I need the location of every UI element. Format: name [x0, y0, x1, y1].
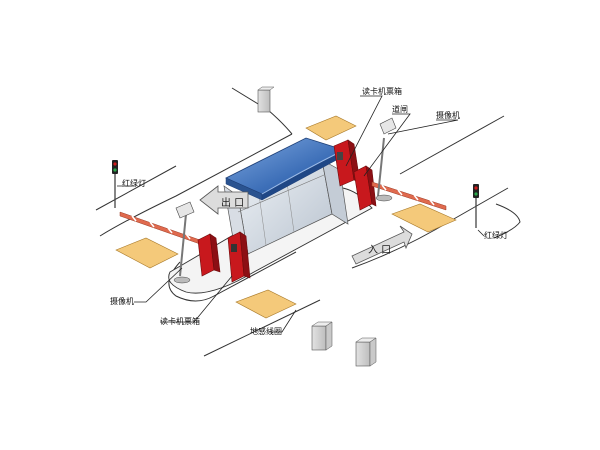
- bollard-box-2: [355, 337, 377, 367]
- exit-sign: 出 口: [199, 185, 249, 215]
- label-traffic-light-left: 红绿灯: [122, 178, 146, 188]
- label-camera-right: 摄像机: [436, 110, 460, 120]
- loop-pad-top: [305, 115, 357, 141]
- entry-sign: 入 口: [351, 225, 413, 265]
- label-traffic-light-right: 红绿灯: [484, 230, 508, 240]
- loop-pad-right: [391, 203, 457, 233]
- callout-lines: [117, 95, 485, 333]
- sentry-box-top: [257, 86, 275, 113]
- barrier-gate-left: [197, 233, 221, 277]
- loop-pad-bottom: [235, 289, 297, 319]
- traffic-light-left: [112, 160, 118, 208]
- camera-right: [375, 117, 397, 202]
- entry-label: 入 口: [368, 245, 391, 256]
- barrier-gate-right: [353, 165, 447, 211]
- label-card-reader-bottom: 读卡机票箱: [160, 316, 200, 326]
- camera-left: [173, 201, 195, 284]
- loop-detector-pads: [115, 115, 457, 319]
- exit-label: 出 口: [221, 196, 244, 209]
- barrier-arm-left: [119, 211, 201, 245]
- card-reader-cabinet-bottom: [227, 231, 251, 283]
- loop-pad-left: [115, 237, 179, 269]
- traffic-light-right: [473, 184, 479, 228]
- labels: 读卡机票箱 道闸 摄像机 红绿灯 红绿灯 摄像机 读卡机票箱 地感线圈: [110, 86, 508, 336]
- label-camera-left: 摄像机: [110, 296, 134, 306]
- label-gate: 道闸: [392, 104, 408, 114]
- bollard-box-1: [311, 321, 333, 351]
- label-loop-detector: 地感线圈: [250, 326, 282, 336]
- label-card-reader-top: 读卡机票箱: [362, 86, 402, 96]
